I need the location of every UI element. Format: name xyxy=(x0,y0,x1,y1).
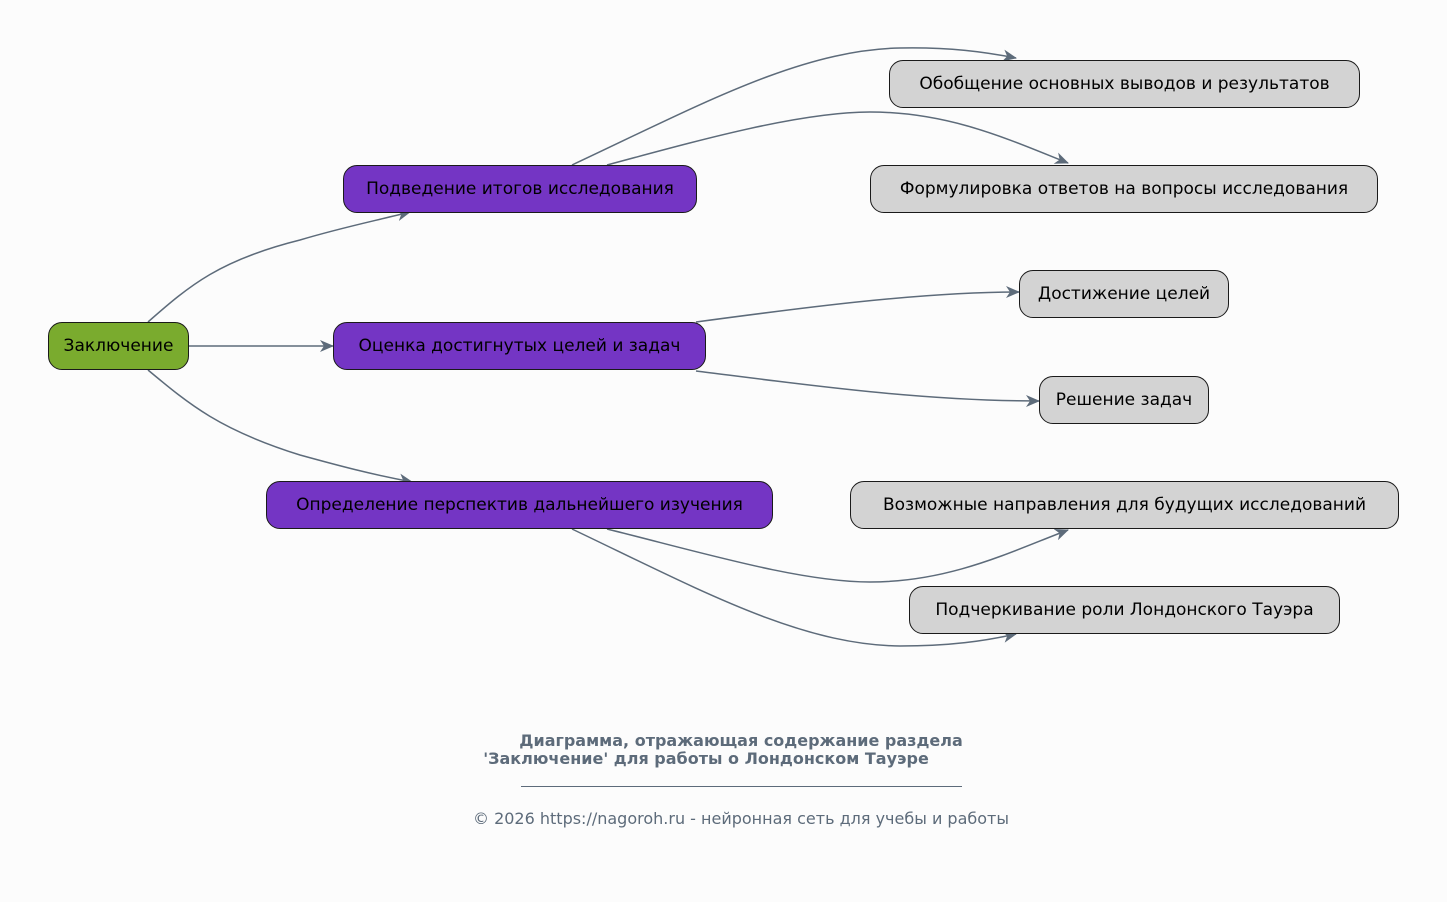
edge-root-to-branch-3 xyxy=(147,369,413,486)
edge-branch-3-to-leaf-2 xyxy=(571,528,1017,647)
leaf-node: Обобщение основных выводов и результатов xyxy=(889,60,1360,108)
root-node: Заключение xyxy=(48,322,189,370)
branch-node-evaluation: Оценка достигнутых целей и задач xyxy=(333,322,706,370)
caption-title-line-1: Диаграмма, отражающая содержание раздела xyxy=(519,731,963,750)
edge-branch-1-to-leaf-1 xyxy=(571,47,1017,166)
edge-branch-1-to-leaf-2 xyxy=(606,111,1069,166)
edge-branch-3-to-leaf-1 xyxy=(606,528,1069,583)
caption-divider xyxy=(521,786,962,787)
edge-root-to-branch-1 xyxy=(147,209,411,323)
leaf-node: Формулировка ответов на вопросы исследов… xyxy=(870,165,1378,213)
footer-credit: © 2026 https://nagoroh.ru - нейронная се… xyxy=(472,809,1009,828)
branch-node-perspectives: Определение перспектив дальнейшего изуче… xyxy=(266,481,773,529)
branch-node-summary: Подведение итогов исследования xyxy=(343,165,697,213)
leaf-node: Возможные направления для будущих исслед… xyxy=(850,481,1399,529)
leaf-node: Достижение целей xyxy=(1019,270,1229,318)
caption-title-line-2: 'Заключение' для работы о Лондонском Тау… xyxy=(483,749,929,768)
leaf-node: Подчеркивание роли Лондонского Тауэра xyxy=(909,586,1340,634)
edge-branch-2-to-leaf-1 xyxy=(695,286,1020,323)
leaf-node: Решение задач xyxy=(1039,376,1209,424)
edge-branch-2-to-leaf-2 xyxy=(695,370,1040,407)
